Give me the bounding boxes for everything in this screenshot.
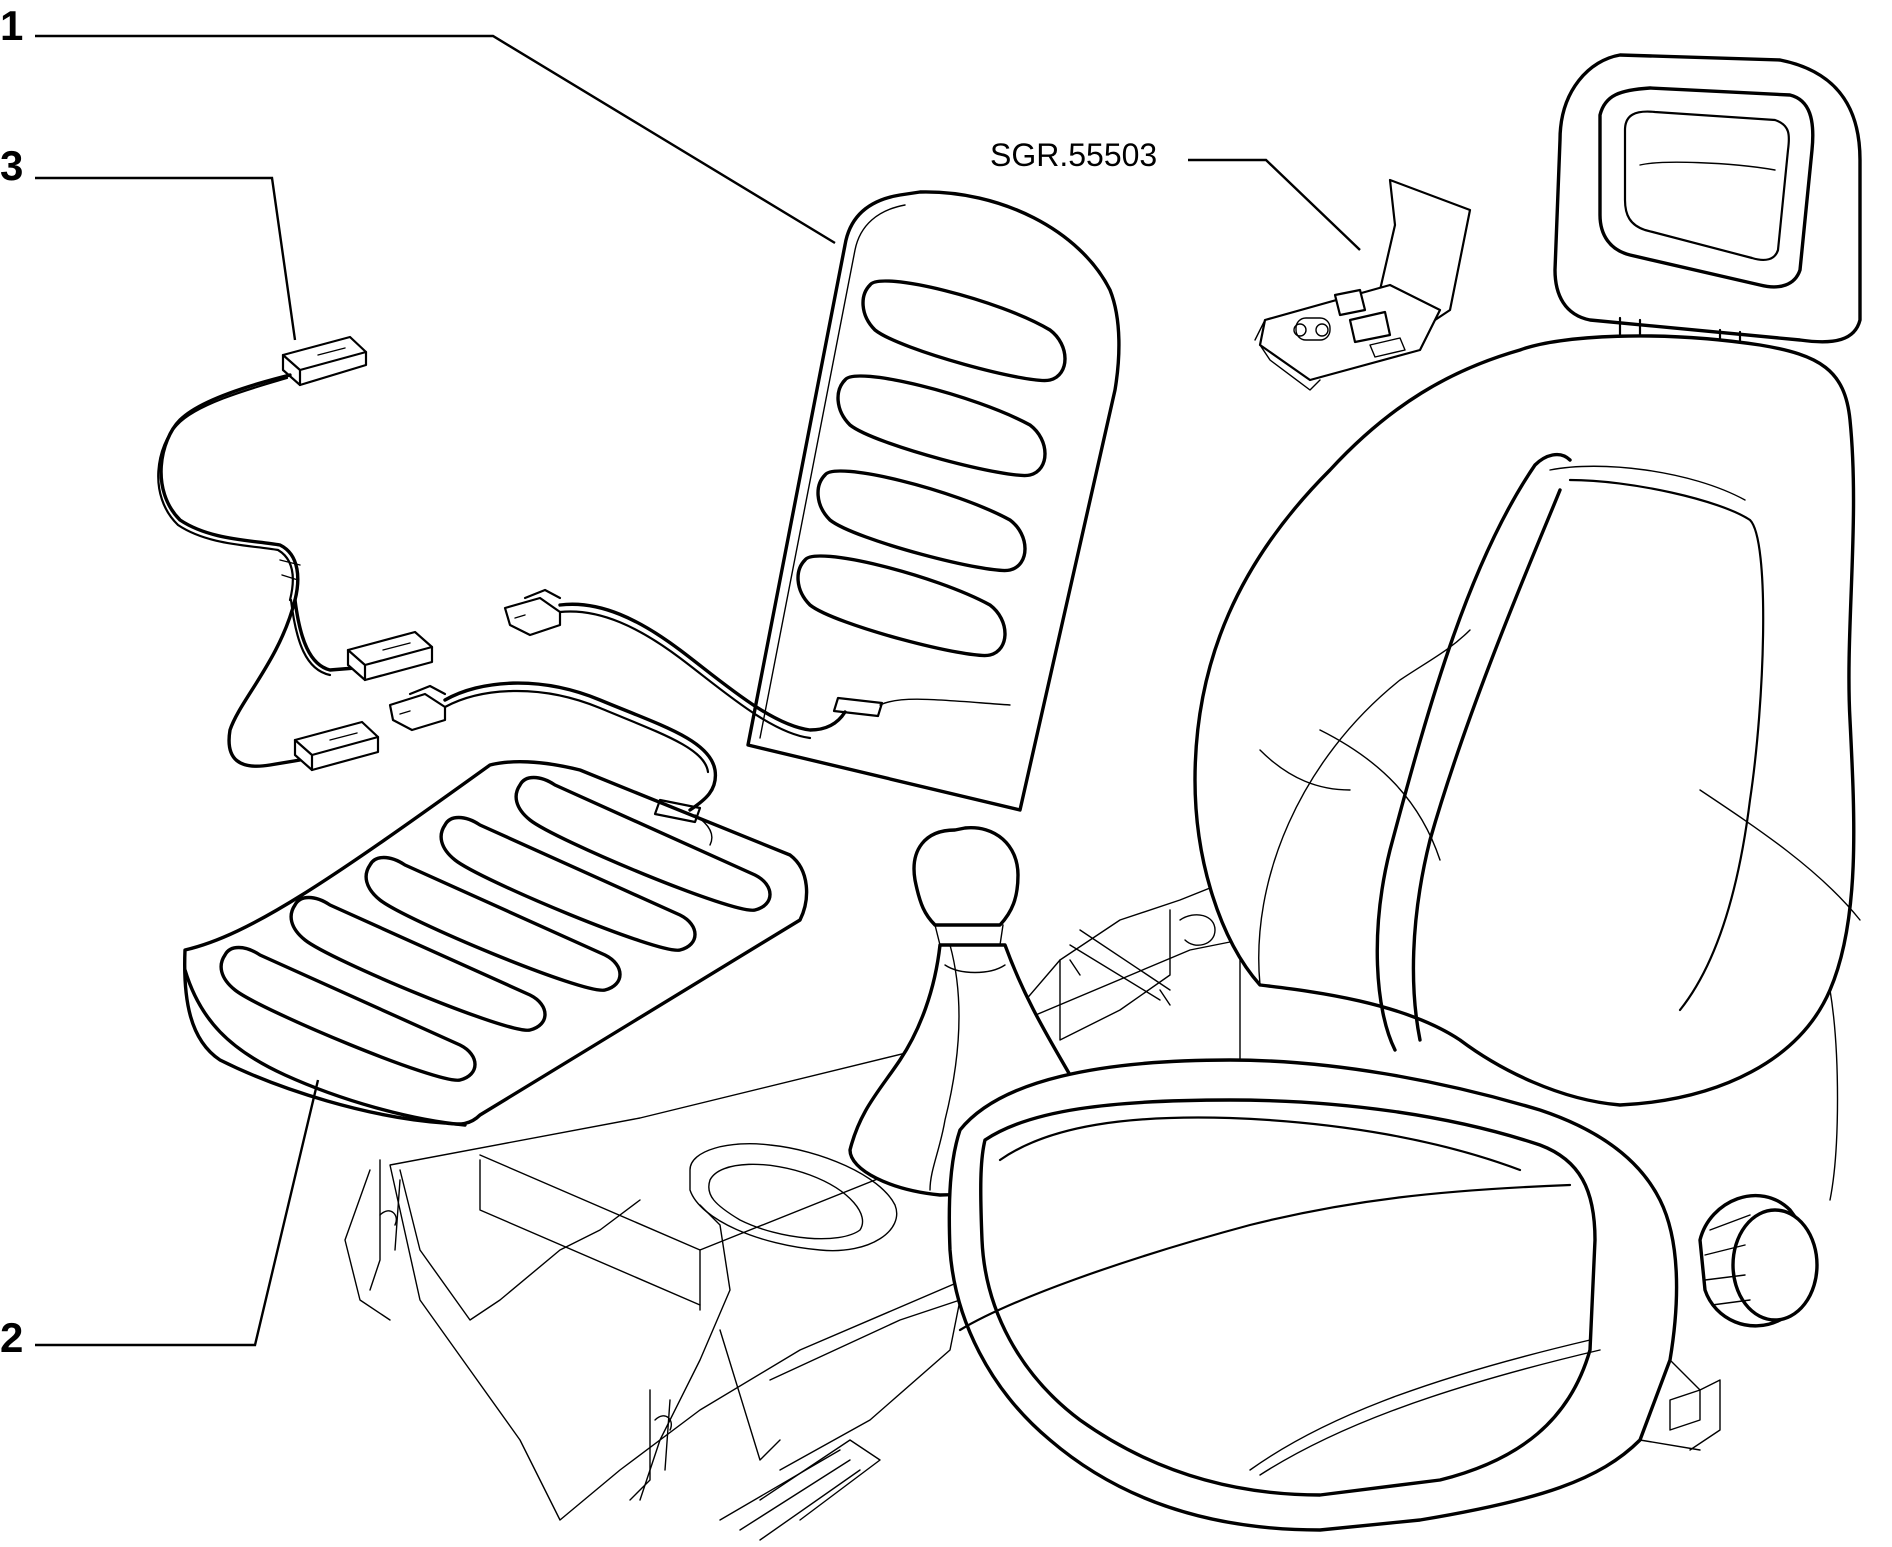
seat-cushion-heating-pad xyxy=(182,760,809,1127)
front-seat xyxy=(947,53,1862,1532)
reference-callout: SGR.55503 xyxy=(990,137,1361,251)
heating-wiring-harness xyxy=(157,335,847,812)
seat-back-heating-pad xyxy=(746,190,1121,812)
callout-2-label: 2 xyxy=(0,1314,23,1361)
callout-3-label: 3 xyxy=(0,142,23,189)
callout-1: 1 xyxy=(0,2,836,245)
callout-1-label: 1 xyxy=(0,2,23,49)
callout-2: 2 xyxy=(0,1079,320,1361)
reference-label: SGR.55503 xyxy=(990,137,1157,173)
callout-3: 3 xyxy=(0,142,297,341)
seat-heater-switch-panel xyxy=(1254,178,1472,391)
